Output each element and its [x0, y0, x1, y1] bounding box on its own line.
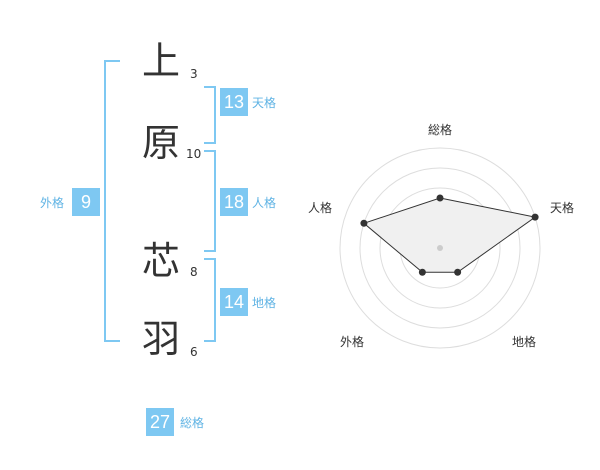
jinkaku-label: 人格: [252, 196, 277, 210]
radar-point: [454, 268, 462, 276]
name-char-1: 上: [142, 39, 181, 83]
chikaku-badge: 14: [220, 288, 248, 316]
name-char-3: 芯: [142, 239, 181, 283]
tenkaku-badge: 13: [220, 88, 248, 116]
stroke-count-1: 3: [190, 67, 198, 81]
soukaku-badge: 27: [146, 408, 174, 436]
radar-point: [360, 219, 368, 227]
radar-label-chikaku: 地格: [512, 334, 536, 349]
chikaku-label: 地格: [252, 296, 277, 310]
radar-center: [437, 245, 443, 251]
chikaku-bracket: [204, 258, 216, 342]
stroke-count-4: 6: [190, 345, 198, 359]
radar-label-gaikaku: 外格: [340, 334, 364, 349]
gaikaku-badge: 9: [72, 188, 100, 216]
radar-ring: [359, 167, 521, 329]
jinkaku-badge: 18: [220, 188, 248, 216]
soukaku-label: 総格: [180, 416, 205, 430]
radar-label-tenkaku: 天格: [550, 200, 574, 215]
radar-ring: [339, 147, 541, 349]
gaikaku-label: 外格: [40, 196, 65, 210]
radar-point: [531, 213, 539, 221]
stroke-count-3: 8: [190, 265, 198, 279]
gaikaku-bracket: [104, 60, 120, 342]
jinkaku-bracket: [204, 150, 216, 252]
tenkaku-bracket: [204, 86, 216, 144]
radar-label-jinkaku: 人格: [308, 200, 332, 215]
name-char-2: 原: [142, 121, 181, 165]
name-char-4: 羽: [142, 317, 181, 361]
radar-ring: [379, 187, 501, 309]
radar-label-soukaku: 総格: [428, 122, 452, 137]
radar-point: [418, 268, 426, 276]
radar-point: [436, 194, 444, 202]
radar-area: [362, 197, 537, 273]
stroke-count-2: 10: [186, 147, 202, 161]
tenkaku-label: 天格: [252, 96, 277, 110]
